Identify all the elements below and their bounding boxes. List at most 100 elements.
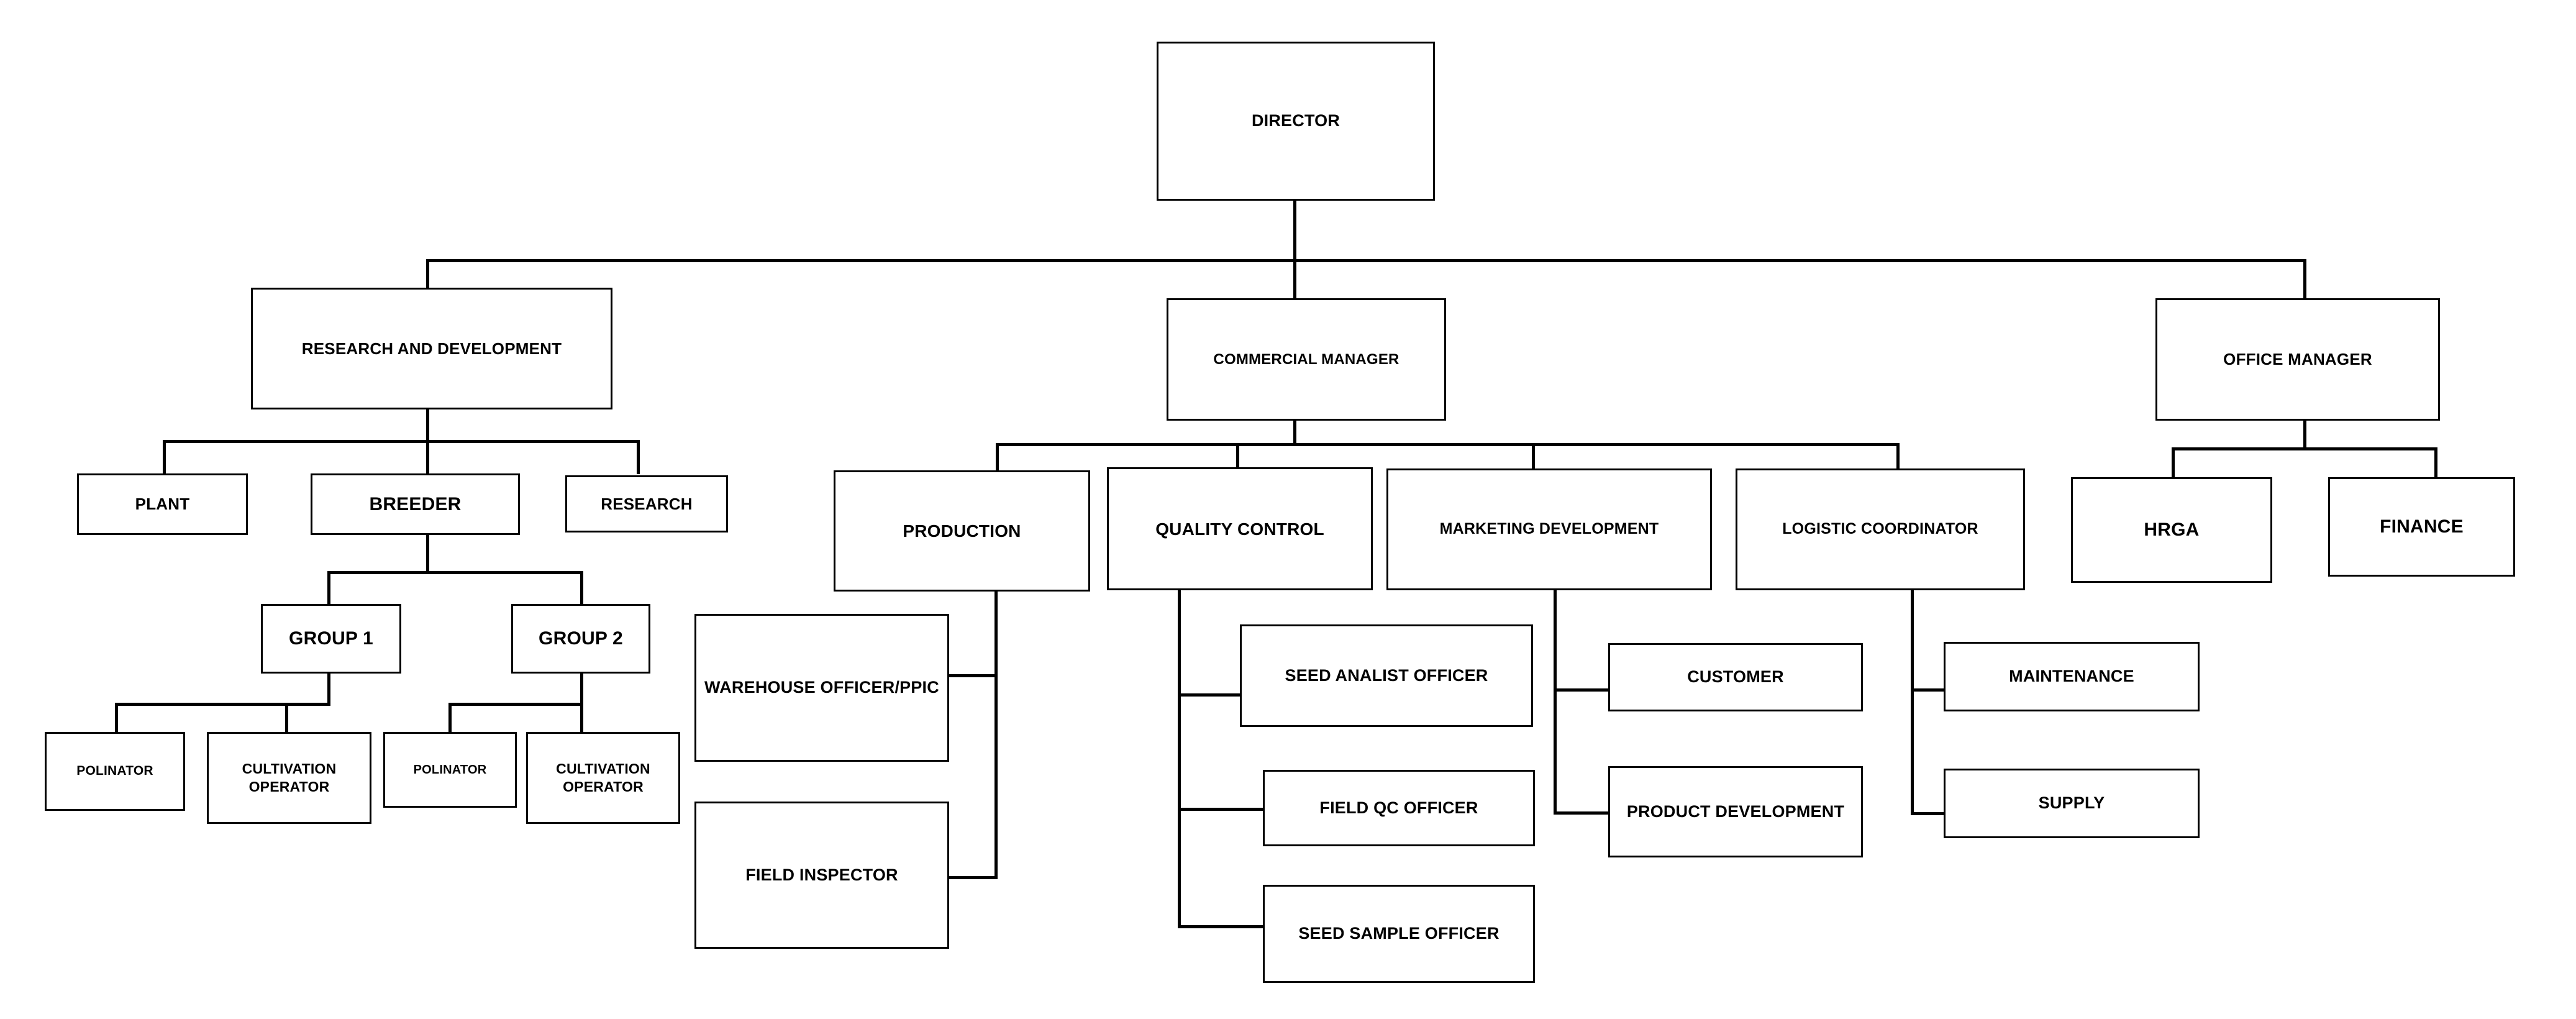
node-research-and-development[interactable]: RESEARCH AND DEVELOPMENT (251, 288, 612, 409)
connector-office-to-finance (2434, 447, 2437, 478)
node-polinator-group-1[interactable]: POLINATOR (45, 732, 185, 811)
connector-qc-spine (1178, 590, 1181, 928)
node-logistic-coordinator[interactable]: LOGISTIC COORDINATOR (1736, 468, 2025, 590)
node-product-development-label: PRODUCT DEVELOPMENT (1626, 802, 1845, 821)
connector-breeder-to-group1 (327, 571, 330, 605)
node-warehouse-officer-ppic-label: WAREHOUSE OFFICER/PPIC (704, 678, 939, 697)
node-quality-control[interactable]: QUALITY CONTROL (1107, 467, 1373, 590)
node-field-qc-officer[interactable]: FIELD QC OFFICER (1263, 770, 1535, 846)
connector-commercial-to-marketing (1532, 443, 1535, 469)
node-polinator-group-2[interactable]: POLINATOR (383, 732, 517, 808)
connector-group1-to-polinator (115, 703, 118, 733)
node-hrga-label: HRGA (2144, 519, 2200, 541)
node-research[interactable]: RESEARCH (565, 475, 728, 532)
connector-breeder-to-group2 (580, 571, 583, 605)
node-group-1-label: GROUP 1 (289, 628, 373, 649)
node-production-label: PRODUCTION (903, 521, 1021, 541)
connector-qc-to-seed-analist (1178, 693, 1242, 697)
node-field-qc-officer-label: FIELD QC OFFICER (1319, 798, 1478, 817)
node-polinator-group-2-label: POLINATOR (413, 762, 487, 777)
connector-qc-to-seed-sample (1178, 925, 1265, 928)
connector-bus-to-commercial (1293, 259, 1296, 298)
node-research-and-development-label: RESEARCH AND DEVELOPMENT (301, 339, 562, 358)
connector-rnd-to-research (637, 440, 640, 474)
connector-marketing-spine (1554, 590, 1557, 814)
node-group-2-label: GROUP 2 (539, 628, 623, 649)
connector-breeder-down (426, 534, 429, 573)
connector-production-to-warehouse (944, 674, 998, 677)
connector-group1-bus (115, 703, 330, 706)
node-seed-analist-officer[interactable]: SEED ANALIST OFFICER (1240, 624, 1533, 727)
node-plant-label: PLANT (135, 495, 190, 514)
node-office-manager-label: OFFICE MANAGER (2223, 350, 2372, 369)
node-breeder-label: BREEDER (369, 493, 462, 514)
connector-rnd-down (426, 408, 429, 442)
connector-office-down (2303, 420, 2306, 449)
node-field-inspector[interactable]: FIELD INSPECTOR (694, 802, 949, 949)
connector-commercial-down (1293, 420, 1296, 445)
node-director[interactable]: DIRECTOR (1157, 42, 1435, 201)
node-production[interactable]: PRODUCTION (834, 470, 1090, 592)
node-quality-control-label: QUALITY CONTROL (1155, 519, 1324, 539)
node-office-manager[interactable]: OFFICE MANAGER (2155, 298, 2440, 421)
connector-rnd-to-plant (163, 440, 166, 474)
connector-group2-to-cultivation (580, 703, 583, 733)
node-field-inspector-label: FIELD INSPECTOR (745, 865, 898, 884)
connector-group2-down (580, 673, 583, 705)
node-group-2[interactable]: GROUP 2 (511, 604, 650, 674)
node-seed-sample-officer-label: SEED SAMPLE OFFICER (1298, 924, 1500, 943)
connector-group2-to-polinator (448, 703, 452, 733)
connector-office-to-hrga (2172, 447, 2175, 478)
node-supply[interactable]: SUPPLY (1944, 769, 2200, 838)
connector-director-down (1293, 199, 1296, 262)
node-seed-analist-officer-label: SEED ANALIST OFFICER (1285, 665, 1488, 685)
node-polinator-group-1-label: POLINATOR (76, 764, 153, 779)
connector-commercial-to-production (996, 443, 999, 472)
node-marketing-development-label: MARKETING DEVELOPMENT (1439, 520, 1659, 538)
connector-production-to-field-inspector (944, 876, 998, 879)
connector-commercial-to-qc (1236, 443, 1239, 469)
node-seed-sample-officer[interactable]: SEED SAMPLE OFFICER (1263, 885, 1535, 983)
connector-bus-to-rnd (426, 259, 429, 288)
node-maintenance[interactable]: MAINTENANCE (1944, 642, 2200, 711)
node-hrga[interactable]: HRGA (2071, 477, 2272, 583)
connector-logistic-to-maintenance (1911, 688, 1945, 692)
node-commercial-manager[interactable]: COMMERCIAL MANAGER (1167, 298, 1446, 421)
node-breeder[interactable]: BREEDER (311, 473, 520, 535)
node-supply-label: SUPPLY (2038, 793, 2105, 813)
connector-marketing-to-product-dev (1554, 811, 1609, 815)
node-director-label: DIRECTOR (1251, 111, 1340, 130)
node-cultivation-operator-group-1-label: CULTIVATION OPERATOR (242, 761, 337, 795)
node-group-1[interactable]: GROUP 1 (261, 604, 401, 674)
node-finance[interactable]: FINANCE (2328, 477, 2515, 577)
connector-logistic-to-supply (1911, 812, 1945, 815)
connector-production-spine (994, 590, 998, 879)
node-plant[interactable]: PLANT (77, 473, 248, 535)
connector-commercial-to-logistic (1896, 443, 1900, 469)
node-product-development[interactable]: PRODUCT DEVELOPMENT (1608, 766, 1863, 857)
node-logistic-coordinator-label: LOGISTIC COORDINATOR (1782, 520, 1978, 538)
connector-commercial-bus (996, 443, 1898, 446)
node-maintenance-label: MAINTENANCE (2009, 667, 2134, 686)
connector-qc-to-field-qc (1178, 808, 1265, 811)
connector-rnd-to-breeder (426, 440, 429, 474)
connector-breeder-bus (327, 571, 583, 574)
connector-group2-bus (448, 703, 583, 706)
node-cultivation-operator-group-2[interactable]: CULTIVATION OPERATOR (526, 732, 680, 824)
node-marketing-development[interactable]: MARKETING DEVELOPMENT (1386, 468, 1712, 590)
node-commercial-manager-label: COMMERCIAL MANAGER (1213, 350, 1400, 368)
connector-logistic-spine (1911, 590, 1914, 815)
connector-group1-to-cultivation (285, 703, 288, 733)
connector-top-bus (426, 259, 2306, 262)
connector-marketing-to-customer (1554, 688, 1609, 692)
node-warehouse-officer-ppic[interactable]: WAREHOUSE OFFICER/PPIC (694, 614, 949, 762)
node-cultivation-operator-group-1[interactable]: CULTIVATION OPERATOR (207, 732, 371, 824)
node-finance-label: FINANCE (2380, 516, 2464, 537)
node-customer-label: CUSTOMER (1687, 667, 1784, 687)
connector-bus-to-office (2303, 259, 2306, 298)
node-research-label: RESEARCH (601, 494, 693, 513)
node-cultivation-operator-group-2-label: CULTIVATION OPERATOR (556, 761, 650, 795)
connector-group1-down (327, 673, 330, 705)
node-customer[interactable]: CUSTOMER (1608, 643, 1863, 711)
